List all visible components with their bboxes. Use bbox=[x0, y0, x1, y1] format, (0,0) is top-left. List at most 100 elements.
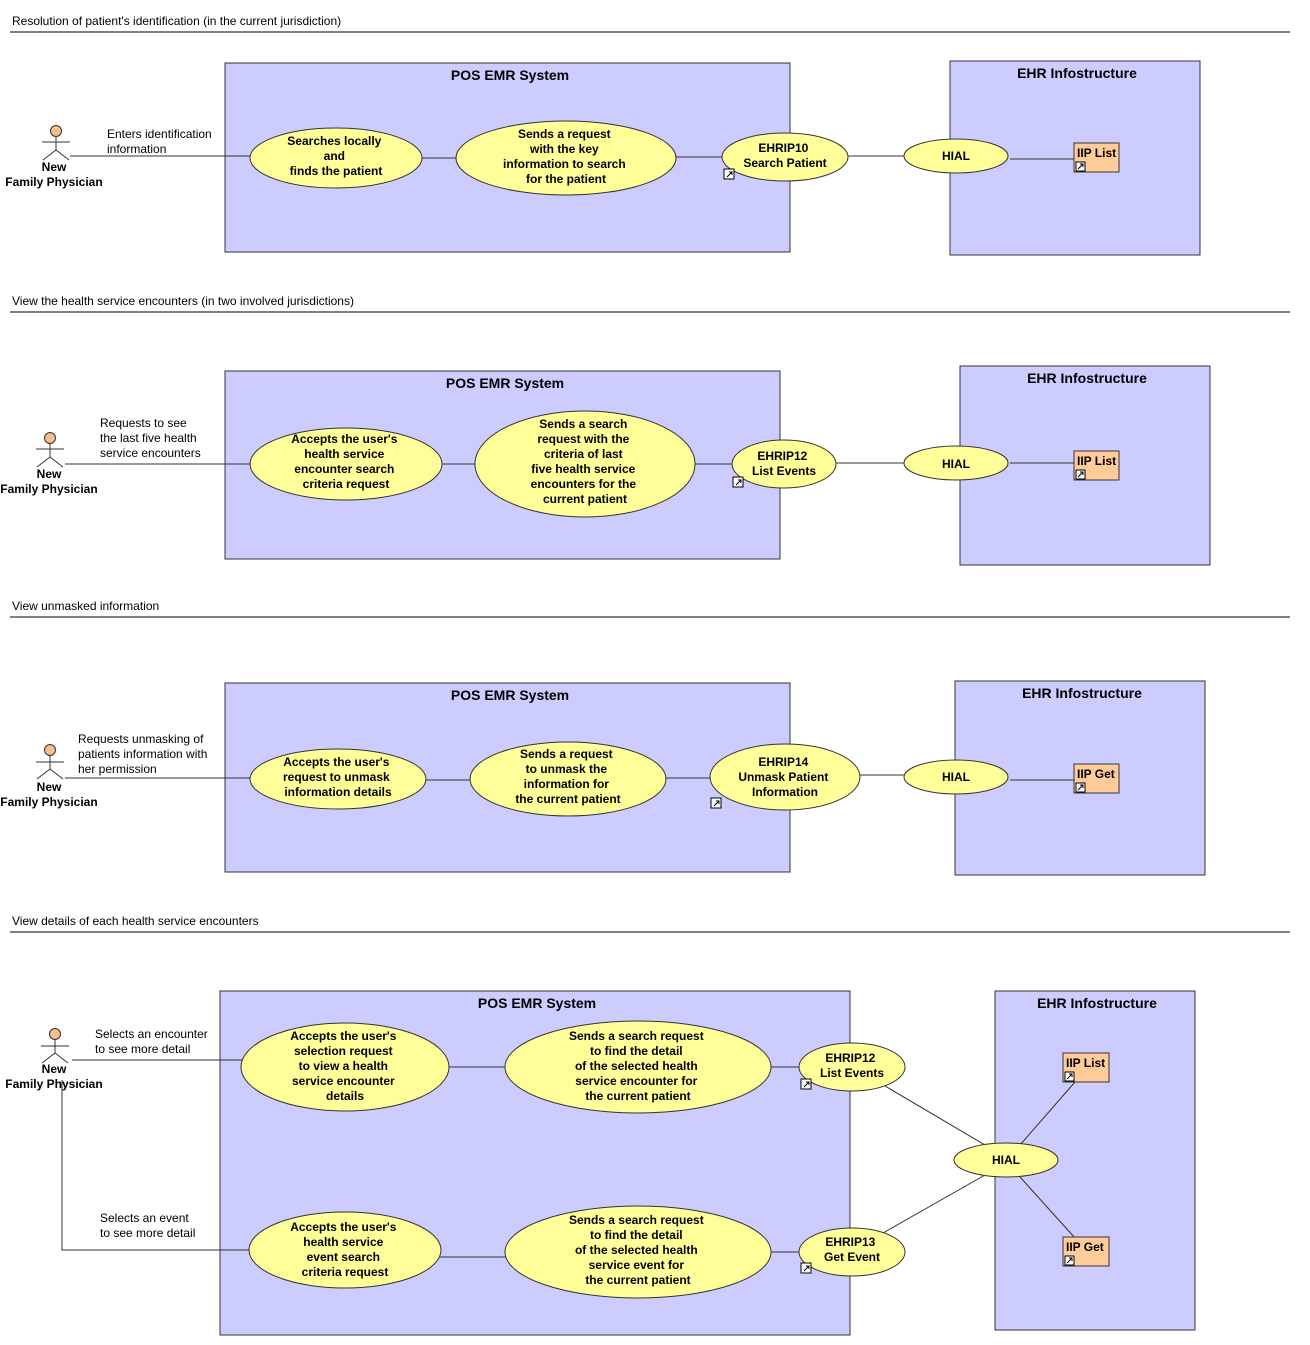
svg-text:EHRIP12 List Events: EHRIP12 List Events bbox=[820, 1051, 884, 1080]
stick-figure-icon bbox=[36, 744, 64, 780]
link-shortcut-icon bbox=[1075, 469, 1086, 480]
svg-text:IIP List: IIP List bbox=[1066, 1056, 1105, 1070]
actor-family-physician[interactable]: New Family Physician bbox=[5, 1028, 103, 1092]
actor-name-line2: Family Physician bbox=[0, 795, 97, 809]
svg-text:IIP List: IIP List bbox=[1077, 454, 1116, 468]
svg-text:HIAL: HIAL bbox=[942, 149, 970, 163]
pos-emr-title: POS EMR System bbox=[478, 995, 596, 1011]
actor-family-physician[interactable]: New Family Physician bbox=[0, 744, 98, 810]
usecase-ehrip14[interactable]: EHRIP14 Unmask Patient Information bbox=[709, 743, 861, 811]
svg-text:Accepts the user's hea: Accepts the user's health service event … bbox=[290, 1220, 400, 1279]
iip-list-component[interactable]: IIP List bbox=[1062, 1052, 1110, 1083]
svg-text:Accepts the user's sel: Accepts the user's selection request to … bbox=[290, 1029, 400, 1103]
link-shortcut-icon[interactable] bbox=[723, 168, 735, 180]
usecase-ehrip12[interactable]: EHRIP12 List Events bbox=[731, 439, 837, 489]
usecase-send-encounter-search[interactable]: Sends a search request to find the detai… bbox=[504, 1020, 772, 1114]
stick-figure-icon bbox=[42, 125, 70, 161]
svg-text:IIP List: IIP List bbox=[1077, 146, 1116, 160]
pos-emr-title: POS EMR System bbox=[451, 67, 569, 83]
ehr-title: EHR Infostructure bbox=[1037, 995, 1157, 1011]
iip-list-component[interactable]: IIP List bbox=[1073, 450, 1120, 481]
svg-text:HIAL: HIAL bbox=[942, 457, 970, 471]
actor-action-label-encounter: Selects an encounter to see more detail bbox=[95, 1027, 211, 1056]
association-line bbox=[884, 1085, 986, 1146]
section-4: View details of each health service enco… bbox=[5, 914, 1290, 1336]
stick-figure-icon bbox=[36, 432, 64, 468]
svg-text:Sends a search request: Sends a search request to find the detai… bbox=[569, 1029, 707, 1103]
svg-text:EHRIP10 Search Patient: EHRIP10 Search Patient bbox=[743, 141, 826, 170]
svg-text:Sends a search request: Sends a search request to find the detai… bbox=[569, 1213, 707, 1287]
usecase-ehrip12[interactable]: EHRIP12 List Events bbox=[798, 1042, 906, 1092]
usecase-ehrip13[interactable]: EHRIP13 Get Event bbox=[798, 1227, 906, 1277]
section-title: View the health service encounters (in t… bbox=[12, 294, 354, 308]
pos-emr-title: POS EMR System bbox=[446, 375, 564, 391]
actor-family-physician[interactable]: New Family Physician bbox=[0, 432, 98, 497]
usecase-send-request[interactable]: Sends a request with the key information… bbox=[455, 120, 677, 196]
usecase-search-locally[interactable]: Searches locally and finds the patient bbox=[249, 127, 423, 189]
svg-text:Sends a request with t: Sends a request with the key information… bbox=[503, 127, 629, 186]
actor-name-line2: Family Physician bbox=[5, 175, 102, 189]
actor-name-line2: Family Physician bbox=[0, 482, 97, 496]
link-shortcut-icon[interactable] bbox=[800, 1078, 812, 1090]
svg-text:HIAL: HIAL bbox=[992, 1153, 1020, 1167]
ehr-title: EHR Infostructure bbox=[1022, 685, 1142, 701]
svg-text:Searches locally and: Searches locally and finds the patient bbox=[287, 134, 384, 178]
usecase-ehrip10[interactable]: EHRIP10 Search Patient bbox=[721, 132, 849, 182]
actor-name-line2: Family Physician bbox=[5, 1077, 102, 1091]
ehr-title: EHR Infostructure bbox=[1027, 370, 1147, 386]
svg-text:EHRIP12 List Events: EHRIP12 List Events bbox=[752, 449, 816, 478]
actor-family-physician[interactable]: New Family Physician bbox=[5, 125, 103, 190]
svg-text:HIAL: HIAL bbox=[942, 770, 970, 784]
usecase-send-event-search[interactable]: Sends a search request to find the detai… bbox=[504, 1205, 772, 1299]
section-title: View unmasked information bbox=[12, 599, 159, 613]
svg-text:EHRIP14 Unmask Patient: EHRIP14 Unmask Patient Information bbox=[738, 755, 831, 799]
section-title: View details of each health service enco… bbox=[12, 914, 259, 928]
link-shortcut-icon bbox=[1064, 1255, 1075, 1266]
usecase-accept-selection[interactable]: Accepts the user's selection request to … bbox=[240, 1022, 450, 1112]
usecase-hial[interactable]: HIAL bbox=[903, 445, 1009, 481]
usecase-accept-unmask[interactable]: Accepts the user's request to unmask inf… bbox=[249, 748, 427, 810]
usecase-hial[interactable]: HIAL bbox=[953, 1142, 1059, 1178]
section-title: Resolution of patient's identification (… bbox=[12, 14, 341, 28]
association-line bbox=[61, 1080, 250, 1251]
association-line bbox=[882, 1174, 986, 1234]
link-shortcut-icon[interactable] bbox=[800, 1262, 812, 1274]
actor-action-label: Requests to see the last five health ser… bbox=[100, 416, 201, 460]
svg-text:Accepts the user's hea: Accepts the user's health service encoun… bbox=[291, 432, 401, 491]
section-1: Resolution of patient's identification (… bbox=[5, 14, 1290, 256]
association-line bbox=[1019, 1081, 1076, 1146]
actor-name-line1: New bbox=[37, 780, 62, 794]
usecase-accept-criteria[interactable]: Accepts the user's health service encoun… bbox=[249, 427, 443, 501]
section-3: View unmasked information POS EMR System… bbox=[0, 599, 1290, 876]
usecase-send-unmask[interactable]: Sends a request to unmask the informatio… bbox=[469, 741, 667, 817]
svg-text:Sends a request to unm: Sends a request to unmask the informatio… bbox=[515, 747, 620, 806]
usecase-hial[interactable]: HIAL bbox=[903, 138, 1009, 174]
actor-name-line1: New bbox=[37, 467, 62, 481]
iip-get-component[interactable]: IIP Get bbox=[1073, 763, 1120, 794]
association-line bbox=[1019, 1176, 1076, 1239]
link-shortcut-icon bbox=[1075, 782, 1086, 793]
usecase-accept-event-criteria[interactable]: Accepts the user's health service event … bbox=[248, 1211, 442, 1289]
ehr-title: EHR Infostructure bbox=[1017, 65, 1137, 81]
actor-action-label-event: Selects an event to see more detail bbox=[100, 1211, 195, 1240]
svg-text:IIP Get: IIP Get bbox=[1066, 1240, 1104, 1254]
svg-text:Sends a search request: Sends a search request with the criteria… bbox=[531, 417, 640, 506]
link-shortcut-icon bbox=[1064, 1071, 1075, 1082]
usecase-hial[interactable]: HIAL bbox=[903, 759, 1009, 795]
iip-list-component[interactable]: IIP List bbox=[1073, 142, 1120, 173]
link-shortcut-icon bbox=[1075, 161, 1086, 172]
actor-action-label: Enters identification information bbox=[107, 127, 215, 156]
svg-text:Accepts the user's req: Accepts the user's request to unmask inf… bbox=[283, 755, 393, 799]
svg-text:IIP Get: IIP Get bbox=[1077, 767, 1115, 781]
link-shortcut-icon[interactable] bbox=[710, 797, 722, 809]
usecase-send-search[interactable]: Sends a search request with the criteria… bbox=[474, 410, 696, 518]
actor-action-label: Requests unmasking of patients informati… bbox=[78, 732, 211, 776]
stick-figure-icon bbox=[41, 1028, 69, 1064]
section-2: View the health service encounters (in t… bbox=[0, 294, 1290, 566]
link-shortcut-icon[interactable] bbox=[732, 476, 744, 488]
iip-get-component[interactable]: IIP Get bbox=[1062, 1236, 1110, 1267]
actor-name-line1: New bbox=[42, 1062, 67, 1076]
svg-text:EHRIP13 Get Event: EHRIP13 Get Event bbox=[824, 1235, 880, 1264]
actor-name-line1: New bbox=[42, 160, 67, 174]
